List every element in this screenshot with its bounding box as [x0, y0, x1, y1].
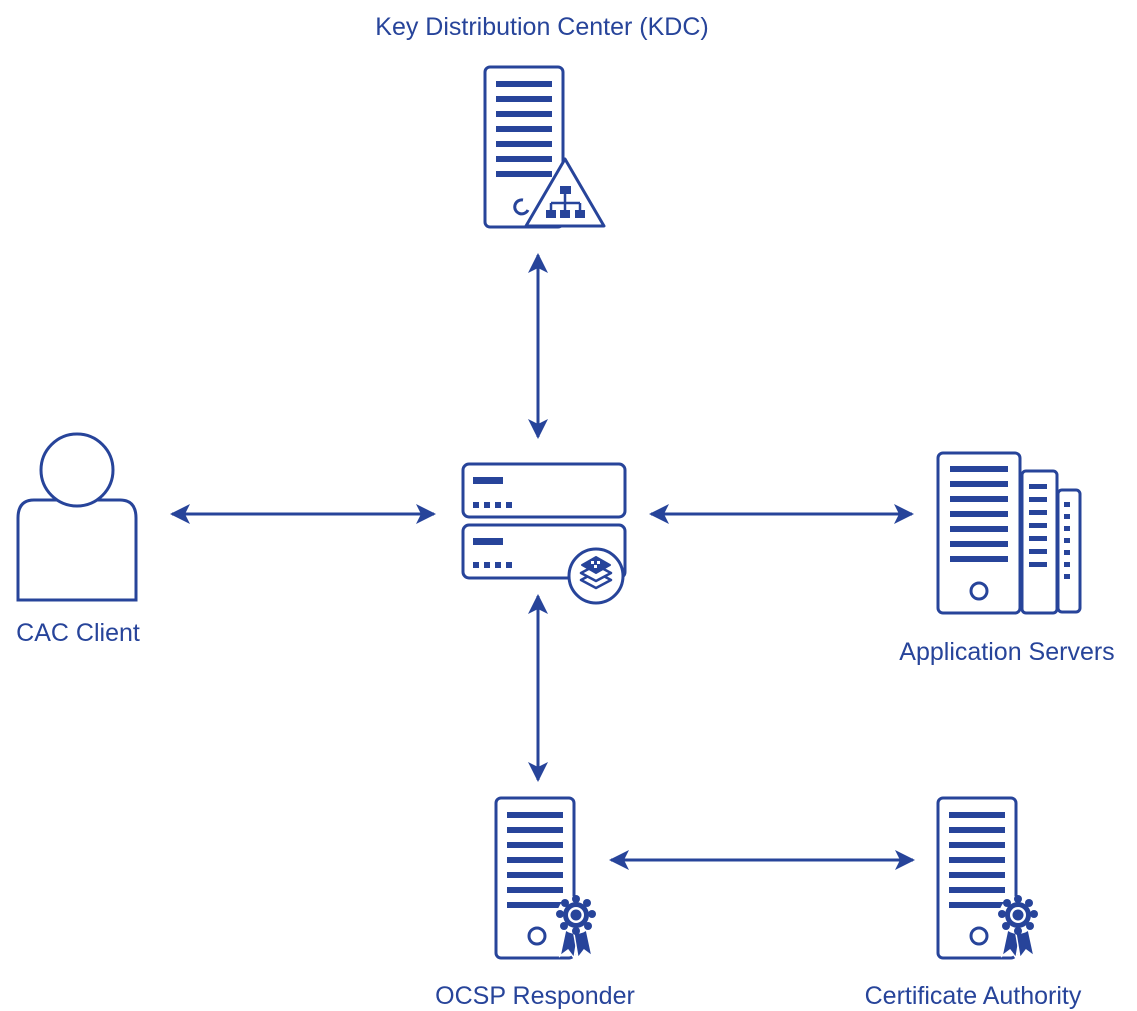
user-icon	[16, 432, 138, 602]
hub-server-icon	[461, 462, 627, 605]
ca-server-icon	[936, 796, 1038, 960]
server-cluster-icon	[936, 451, 1082, 615]
kdc-server-icon	[483, 65, 606, 229]
ocsp-server-icon	[494, 796, 596, 960]
certificate-authority-label: Certificate Authority	[864, 982, 1082, 1010]
certificate-ribbon-icon	[556, 895, 596, 960]
certificate-ribbon-icon	[998, 895, 1038, 960]
ocsp-responder-label: OCSP Responder	[435, 982, 635, 1010]
network-triangle-icon	[524, 157, 606, 228]
application-servers-label: Application Servers	[899, 638, 1115, 666]
cac-client-label: CAC Client	[16, 619, 140, 647]
layers-badge-icon	[567, 547, 625, 605]
kdc-label: Key Distribution Center (KDC)	[375, 13, 709, 41]
